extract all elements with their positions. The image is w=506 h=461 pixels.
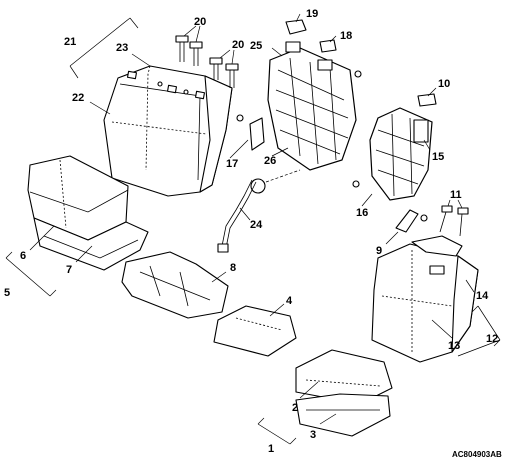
label-20b: 20: [232, 39, 244, 51]
leader-lines: [5, 13, 501, 445]
bracket-9-bolts-11: [395, 205, 469, 237]
label-2: 2: [292, 402, 298, 414]
clips-18-19: [285, 19, 337, 53]
seat-cushion-left: [27, 155, 149, 271]
label-26: 26: [264, 155, 276, 167]
label-24: 24: [250, 219, 263, 231]
figure-code: AC804903AB: [452, 450, 502, 459]
part-labels: 20 20 21 23 22 19 18 25 10 15 16 17 26 1…: [4, 8, 502, 459]
label-19: 19: [306, 8, 318, 20]
bolt-set-20: [175, 35, 239, 88]
label-8: 8: [230, 262, 236, 274]
seatback-frame-right: [352, 107, 433, 201]
seatback-left-assembly: [103, 65, 233, 197]
label-23: 23: [116, 42, 128, 54]
seatback-right: [371, 235, 479, 363]
bolt-17: [236, 114, 244, 122]
label-7: 7: [66, 264, 72, 276]
label-25: 25: [250, 40, 262, 52]
label-11: 11: [450, 189, 462, 201]
seat-cushion-right: [295, 349, 393, 437]
label-10: 10: [438, 78, 450, 90]
seat-pan-8: [121, 251, 229, 319]
label-20a: 20: [194, 16, 206, 28]
label-15: 15: [432, 151, 444, 163]
label-6: 6: [20, 250, 26, 262]
label-12: 12: [486, 333, 498, 345]
bracket-17: [249, 117, 265, 151]
label-4: 4: [286, 295, 293, 307]
label-18: 18: [340, 30, 352, 42]
cushion-pad-4: [213, 305, 297, 357]
label-5: 5: [4, 287, 10, 299]
seatbelt-24: [217, 169, 301, 253]
label-13: 13: [448, 340, 460, 352]
label-3: 3: [310, 429, 316, 441]
clip-10: [417, 93, 437, 107]
label-21: 21: [64, 36, 76, 48]
label-16: 16: [356, 207, 368, 219]
label-9: 9: [376, 245, 382, 257]
seatback-frame-center: [267, 41, 362, 171]
label-1: 1: [268, 443, 274, 455]
label-17: 17: [226, 158, 238, 170]
label-14: 14: [476, 290, 489, 302]
label-22: 22: [72, 92, 84, 104]
